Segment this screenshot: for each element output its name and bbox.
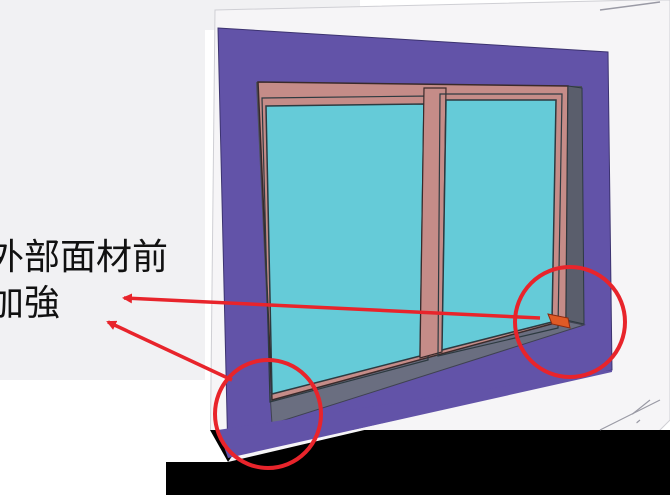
- annotation-label-line-1: 外部面材前: [0, 237, 169, 278]
- wall-foot: [166, 430, 228, 462]
- background-left-panel: [0, 30, 205, 380]
- wall-foot-right: [228, 372, 640, 462]
- right-jamb-side: [565, 85, 585, 325]
- callout-circle-left: [213, 358, 323, 470]
- sill-tape: [547, 313, 571, 329]
- annotation-label-line-2: 加強: [0, 283, 61, 324]
- arrow-to-left-callout: [106, 320, 233, 382]
- left-sash: [261, 95, 431, 403]
- left-glass-pane: [265, 103, 425, 395]
- callout-circle-right: [513, 265, 627, 379]
- wall-foot-edge: [599, 399, 661, 431]
- right-sash: [437, 93, 563, 357]
- arrow-to-right-callout: [122, 293, 541, 320]
- wall-edge-top: [599, 1, 661, 11]
